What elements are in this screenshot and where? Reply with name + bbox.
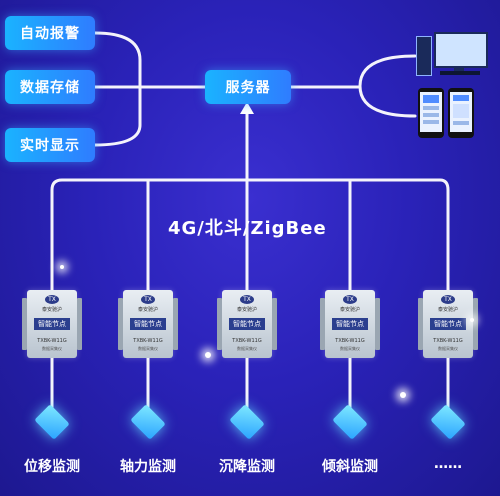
auto-alarm-button: 自动报警 — [5, 16, 95, 50]
device-sub: 数据采集仪 — [237, 346, 257, 351]
smart-node-device: TX 泰安驰沪 智能节点 TXBK-W11G 数据采集仪 — [418, 290, 478, 358]
sensor-label-axial-force: 轴力监测 — [120, 459, 176, 475]
device-sub: 数据采集仪 — [138, 346, 158, 351]
device-brand: 泰安驰沪 — [437, 307, 458, 313]
logo-icon: TX — [240, 295, 254, 304]
protocol-label: 4G/北斗/ZigBee — [168, 218, 327, 239]
smart-node-device: TX 泰安驰沪 智能节点 TXBK-W11G 数据采集仪 — [217, 290, 277, 358]
sparkle-decoration — [470, 318, 474, 322]
smart-node-device: TX 泰安驰沪 智能节点 TXBK-W11G 数据采集仪 — [118, 290, 178, 358]
device-label: 智能节点 — [130, 318, 166, 330]
device-brand: 泰安驰沪 — [236, 307, 257, 313]
sparkle-decoration — [400, 392, 406, 398]
device-brand: 泰安驰沪 — [137, 307, 158, 313]
logo-icon: TX — [45, 295, 59, 304]
smart-node-device: TX 泰安驰沪 智能节点 TXBK-W11G 数据采集仪 — [22, 290, 82, 358]
sensor-label-displacement: 位移监测 — [24, 459, 80, 475]
desktop-computer-icon — [416, 32, 488, 76]
device-model: TXBK-W11G — [335, 338, 365, 344]
sensor-label-settlement: 沉降监测 — [219, 459, 275, 475]
server-button: 服务器 — [205, 70, 291, 104]
device-model: TXBK-W11G — [433, 338, 463, 344]
smart-node-device: TX 泰安驰沪 智能节点 TXBK-W11G 数据采集仪 — [320, 290, 380, 358]
device-label: 智能节点 — [332, 318, 368, 330]
logo-icon: TX — [141, 295, 155, 304]
device-brand: 泰安驰沪 — [41, 307, 62, 313]
sensor-label-more: …… — [434, 456, 462, 472]
device-brand: 泰安驰沪 — [339, 307, 360, 313]
device-label: 智能节点 — [34, 318, 70, 330]
mobile-phone-icon — [448, 88, 474, 138]
sparkle-decoration — [205, 352, 211, 358]
data-storage-button: 数据存储 — [5, 70, 95, 104]
device-sub: 数据采集仪 — [42, 346, 62, 351]
device-model: TXBK-W11G — [37, 338, 67, 344]
device-model: TXBK-W11G — [133, 338, 163, 344]
device-label: 智能节点 — [229, 318, 265, 330]
device-sub: 数据采集仪 — [340, 346, 360, 351]
mobile-phone-icon — [418, 88, 444, 138]
device-label: 智能节点 — [430, 318, 466, 330]
realtime-display-button: 实时显示 — [5, 128, 95, 162]
sparkle-decoration — [60, 265, 64, 269]
logo-icon: TX — [343, 295, 357, 304]
arrow-up-icon — [240, 102, 254, 114]
device-model: TXBK-W11G — [232, 338, 262, 344]
device-sub: 数据采集仪 — [438, 346, 458, 351]
logo-icon: TX — [441, 295, 455, 304]
sensor-label-tilt: 倾斜监测 — [322, 459, 378, 475]
